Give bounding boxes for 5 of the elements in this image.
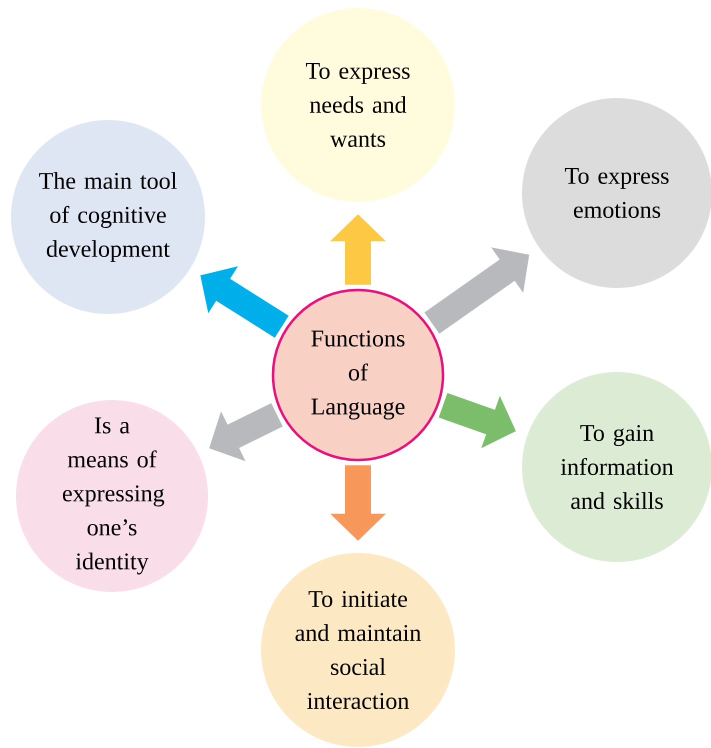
circle-node: Is a means of expressing one’s identity xyxy=(16,400,208,592)
circle-node: The main tool of cognitive development xyxy=(11,120,205,314)
circle-node: Functions of Language xyxy=(272,288,444,462)
circle-node: To express needs and wants xyxy=(261,8,455,202)
circle-node: To initiate and maintain social interaction xyxy=(261,553,455,747)
